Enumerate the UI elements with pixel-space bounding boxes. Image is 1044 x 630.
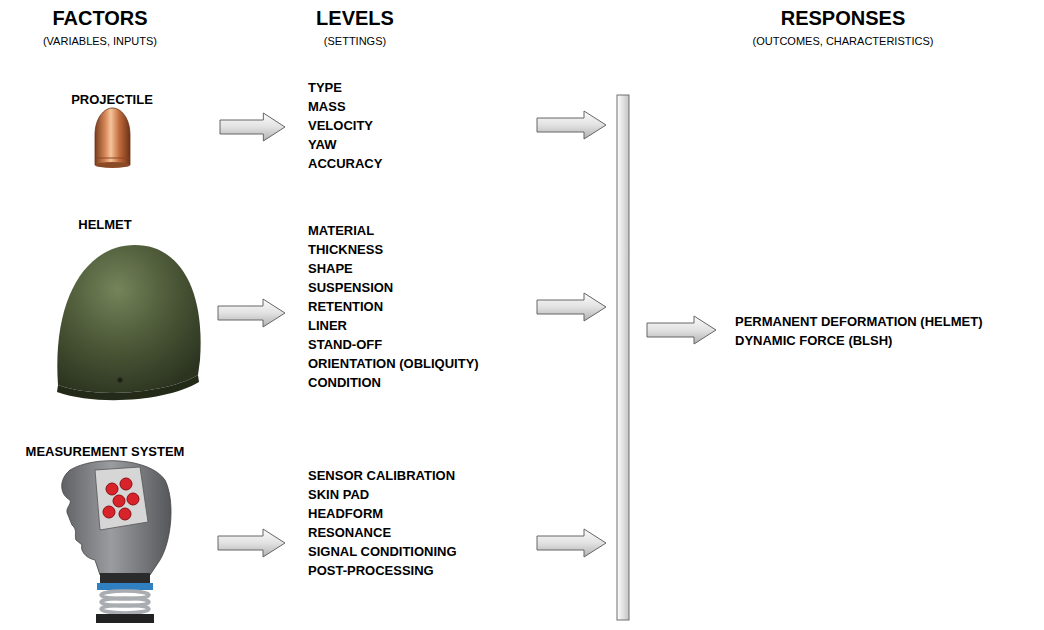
level-item: MATERIAL (308, 221, 485, 240)
level-item: POST-PROCESSING (308, 561, 463, 580)
level-item: TYPE (308, 78, 388, 97)
column-subheading: (VARIABLES, INPUTS) (43, 35, 157, 48)
factor-name: HELMET (8, 217, 202, 233)
headform-head (62, 461, 171, 575)
headform-base (96, 614, 154, 623)
bullet-cannelure (96, 158, 130, 159)
level-item: SKIN PAD (308, 485, 463, 504)
level-item: RETENTION (308, 297, 485, 316)
block-arrow (218, 299, 285, 327)
bullet-base (95, 162, 130, 168)
level-list: TYPEMASSVELOCITYYAWACCURACY (285, 78, 388, 175)
level-item: ORIENTATION (OBLIQUITY) (308, 354, 485, 373)
factor-name: MEASUREMENT SYSTEM (8, 444, 202, 460)
block-arrow (220, 113, 285, 141)
level-list: MATERIALTHICKNESSSHAPESUSPENSIONRETENTIO… (285, 221, 485, 394)
level-item: STAND-OFF (308, 335, 485, 354)
bullet-body (95, 108, 130, 165)
bullet-picture (95, 108, 130, 168)
column-subheading: (SETTINGS) (324, 35, 386, 48)
column-subheading: (OUTCOMES, CHARACTERISTICS) (753, 35, 934, 48)
neck-ring (97, 583, 153, 590)
factor-group: HELMET (8, 217, 218, 407)
level-item: SENSOR CALIBRATION (308, 466, 463, 485)
level-item: SUSPENSION (308, 278, 485, 297)
factor-group: PROJECTILE (8, 92, 220, 172)
level-item: MASS (308, 97, 388, 116)
block-arrow (537, 293, 606, 321)
column-heading: FACTORS (52, 6, 147, 30)
helmet-shell (57, 245, 200, 393)
level-item: VELOCITY (308, 116, 388, 135)
headform-picture (62, 461, 171, 623)
level-item: RESONANCE (308, 523, 463, 542)
neck-mount (100, 573, 150, 583)
helmet-picture (57, 245, 201, 400)
headform-cutaway (95, 467, 148, 530)
level-item: HEADFORM (308, 504, 463, 523)
level-item: YAW (308, 135, 388, 154)
level-item: ACCURACY (308, 154, 388, 173)
helmet-screw (118, 378, 123, 383)
block-arrows (537, 111, 716, 557)
helmet-rim (57, 375, 199, 400)
column-heading: RESPONSES (781, 6, 905, 30)
response-item: DYNAMIC FORCE (BLSH) (735, 331, 988, 350)
factor-group: MEASUREMENT SYSTEM (8, 444, 218, 624)
factor-name: PROJECTILE (8, 92, 216, 108)
level-list: SENSOR CALIBRATIONSKIN PADHEADFORMRESONA… (285, 466, 463, 582)
level-item: SHAPE (308, 259, 485, 278)
level-item: SIGNAL CONDITIONING (308, 542, 463, 561)
collector-bar (617, 95, 629, 620)
block-arrow (218, 529, 285, 557)
response-list: PERMANENT DEFORMATION (HELMET)DYNAMIC FO… (735, 312, 988, 352)
neck-spring (101, 591, 149, 613)
column-heading: LEVELS (316, 6, 394, 30)
level-item: THICKNESS (308, 240, 485, 259)
response-item: PERMANENT DEFORMATION (HELMET) (735, 312, 988, 331)
block-arrow (537, 111, 606, 139)
block-arrow (647, 316, 716, 344)
level-item: CONDITION (308, 373, 485, 392)
force-sensors (103, 478, 139, 520)
level-item: LINER (308, 316, 485, 335)
block-arrow (537, 529, 606, 557)
